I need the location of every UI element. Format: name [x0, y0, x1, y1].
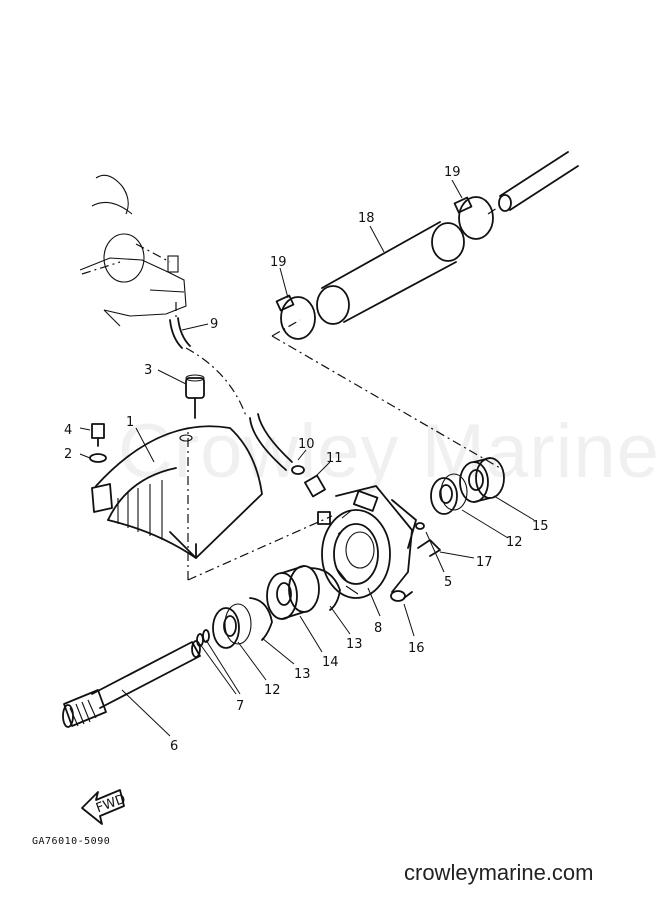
assembly-lines: [175, 302, 501, 581]
shaft-extension: [487, 151, 579, 215]
hose-clip-10: [291, 465, 305, 475]
callout-1: 1: [126, 415, 134, 430]
callout-10: 10: [298, 437, 315, 452]
fitting-11: [304, 474, 326, 498]
leader-lines: [79, 179, 535, 737]
washer-2: [89, 453, 107, 463]
callout-6: 6: [170, 739, 178, 754]
callout-18: 18: [358, 211, 375, 226]
callout-4: 4: [64, 423, 72, 438]
engine-bracket: [79, 174, 187, 327]
hose-clamp-19-right: [453, 196, 494, 240]
circlip-13-front: [249, 597, 273, 641]
bolt-16: [390, 590, 413, 602]
bearing-14: [266, 565, 320, 620]
diagram-code: GA76010-5090: [32, 836, 111, 847]
callout-13-rear: 13: [346, 637, 363, 652]
cover-1: [91, 425, 263, 559]
hose-clamp-19-left: [275, 294, 316, 340]
callout-5: 5: [444, 575, 452, 590]
callout-9: 9: [210, 317, 218, 332]
hose-9: [169, 317, 293, 471]
drive-shaft-6: [62, 640, 201, 728]
callouts: 1 2 3 4 5 6 7 8 9 10 11 12 12 13 13 14 1…: [64, 165, 549, 754]
callout-3: 3: [144, 363, 152, 378]
website-footer: crowleymarine.com: [404, 860, 594, 885]
callout-2: 2: [64, 447, 72, 462]
callout-12-rear: 12: [506, 535, 523, 550]
callout-14: 14: [322, 655, 339, 670]
callout-16: 16: [408, 641, 425, 656]
fwd-label: FWD: [94, 792, 128, 816]
oil-seal-12-front: [212, 603, 252, 649]
callout-11: 11: [326, 451, 343, 466]
callout-17: 17: [476, 555, 493, 570]
callout-13-front: 13: [294, 667, 311, 682]
watermark: Crowley Marine: [118, 409, 660, 494]
bolt-4: [91, 423, 105, 447]
pin-5: [415, 522, 425, 530]
circlip-13-rear: [309, 567, 341, 611]
housing-8: [317, 485, 417, 599]
nipple-3: [185, 374, 205, 419]
o-rings-7: [196, 629, 210, 647]
fwd-arrow-icon: FWD: [81, 789, 128, 825]
tube-18: [316, 221, 465, 325]
callout-19-right: 19: [444, 165, 461, 180]
callout-7: 7: [236, 699, 244, 714]
callout-15: 15: [532, 519, 549, 534]
callout-12-front: 12: [264, 683, 281, 698]
bearing-15: [459, 457, 505, 503]
oil-seal-12-rear: [430, 473, 468, 515]
callout-19-left: 19: [270, 255, 287, 270]
callout-8: 8: [374, 621, 382, 636]
clip-17: [417, 539, 441, 557]
